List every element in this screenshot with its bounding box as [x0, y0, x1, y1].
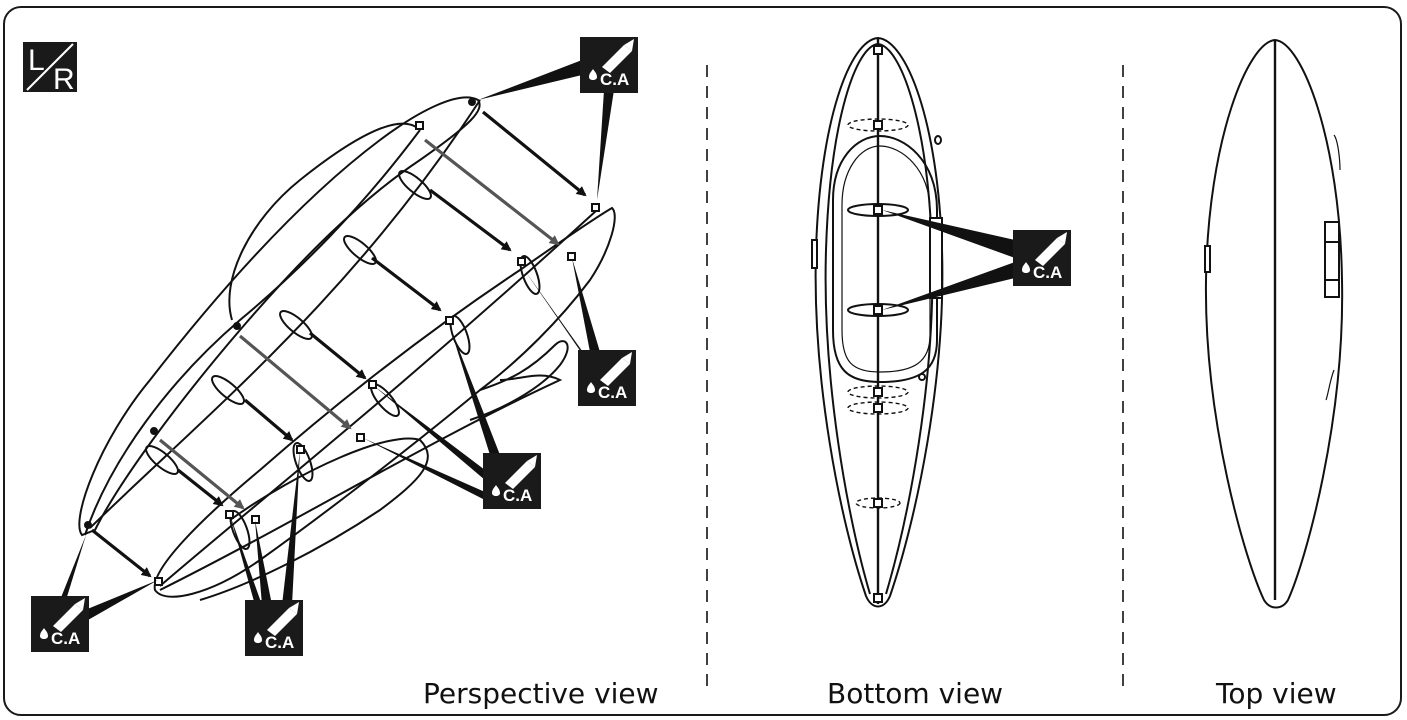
upper-hull-inner: [228, 122, 421, 321]
lower-hull-keel: [159, 374, 563, 591]
left-right-badge: L R: [23, 42, 77, 92]
ca-label: C.A: [265, 633, 294, 652]
ca-label: C.A: [503, 486, 532, 505]
top-hull-outline: [1204, 38, 1344, 609]
badge-right-letter: R: [53, 63, 75, 92]
lower-hull-bottom: [199, 437, 429, 601]
lower-hull-outline: [153, 206, 616, 598]
glue-pointers-bottom: [882, 210, 1015, 310]
caption-bottom-view: Bottom view: [827, 677, 1004, 710]
perspective-spine: [89, 99, 481, 529]
caption-top-view: Top view: [1216, 677, 1337, 710]
lower-hull-fin: [469, 340, 569, 421]
ca-label: C.A: [1033, 263, 1062, 282]
glue-pointers-perspective: [60, 60, 614, 620]
ca-label: C.A: [51, 629, 80, 648]
badge-left-letter: L: [28, 44, 45, 77]
upper-hull-edge: [84, 129, 421, 536]
ca-glue-badge: C.A: [578, 350, 636, 406]
ca-label: C.A: [600, 70, 629, 89]
bottom-hull-outline: [814, 36, 944, 608]
ca-glue-badge: C.A: [1013, 230, 1071, 286]
caption-perspective-view: Perspective view: [423, 677, 659, 710]
bottom-view: [811, 36, 944, 608]
upper-hull-outline: [78, 96, 481, 537]
assembly-arrows-dark: [91, 110, 587, 578]
perspective-view: [78, 96, 616, 601]
ca-glue-badge: C.A: [580, 37, 638, 93]
ca-glue-badge: C.A: [31, 596, 89, 652]
ca-label: C.A: [598, 383, 627, 402]
diagram-frame: [3, 6, 1402, 716]
lower-hull-spine: [159, 209, 598, 587]
ca-glue-badge: C.A: [483, 453, 541, 509]
top-view: [1204, 38, 1344, 609]
assembly-arrows-grey: [158, 138, 560, 510]
ca-glue-badge: C.A: [245, 600, 303, 656]
bottom-cockpit: [832, 134, 938, 384]
